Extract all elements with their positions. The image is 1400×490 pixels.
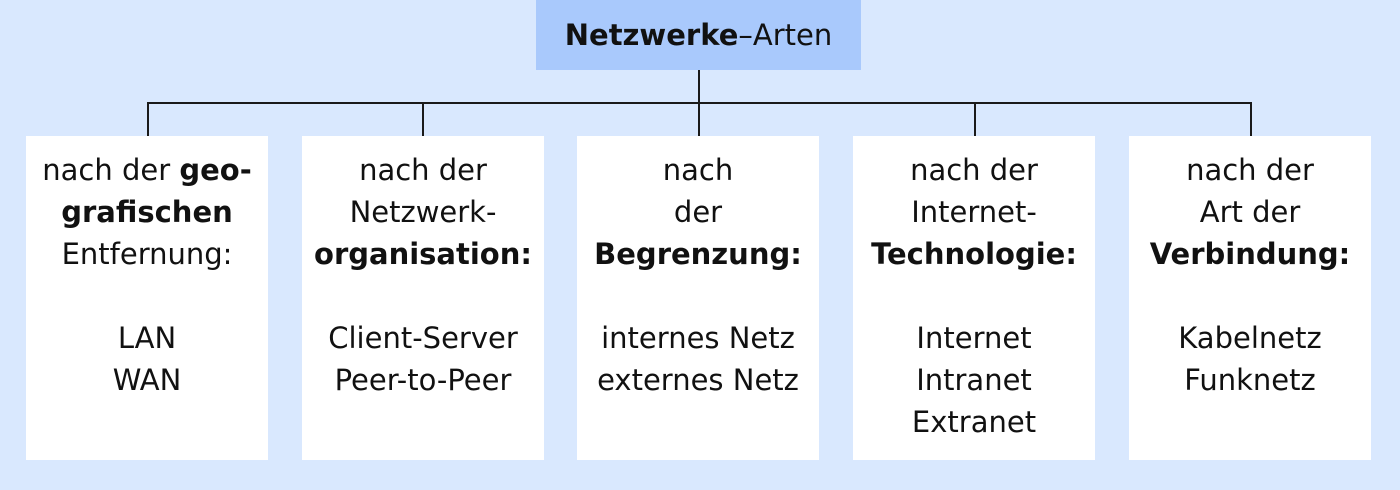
category-drop-4 — [974, 102, 976, 136]
network-type-item: Intranet — [916, 363, 1032, 397]
heading-line: Entfernung: — [26, 233, 268, 275]
heading-line: organisation: — [302, 233, 544, 275]
box-spacer — [26, 275, 268, 317]
network-type-item: Extranet — [911, 405, 1037, 439]
heading-segment: grafischen — [61, 195, 233, 229]
heading-segment: nach der — [1186, 153, 1314, 187]
heading-segment: nach der — [910, 153, 1038, 187]
title-main: Netzwerke — [564, 17, 739, 52]
heading-segment: Begrenzung: — [594, 237, 802, 271]
network-type-item: externes Netz — [597, 363, 799, 397]
heading-line: nach — [577, 149, 819, 191]
network-type-item: internes Netz — [601, 321, 795, 355]
box-spacer — [1129, 275, 1371, 317]
heading-line: Technologie: — [853, 233, 1095, 275]
network-type-item: LAN — [117, 321, 177, 355]
title-separator: – — [738, 17, 753, 52]
network-type-item: Funknetz — [1184, 363, 1316, 397]
title-connector — [698, 70, 700, 104]
category-drop-5 — [1250, 102, 1252, 136]
diagram-title: Netzwerke – Arten — [536, 0, 861, 70]
box-spacer — [853, 275, 1095, 317]
network-type-item: Kabelnetz — [1178, 321, 1322, 355]
heading-line: nach der — [853, 149, 1095, 191]
heading-segment: nach der — [42, 153, 180, 187]
heading-segment: nach — [662, 153, 734, 187]
heading-segment: Netzwerk- — [349, 195, 497, 229]
heading-segment: Art der — [1199, 195, 1301, 229]
network-type-item: Client-Server — [328, 321, 518, 355]
heading-line: Internet- — [853, 191, 1095, 233]
heading-segment: organisation: — [314, 237, 532, 271]
title-subtitle: Arten — [752, 17, 833, 52]
category-drop-1 — [147, 102, 149, 136]
heading-segment: Entfernung: — [61, 237, 233, 271]
heading-segment: Technologie: — [871, 237, 1077, 271]
network-type-item: Internet — [916, 321, 1032, 355]
heading-line: nach der — [1129, 149, 1371, 191]
heading-line: Verbindung: — [1129, 233, 1371, 275]
heading-segment: nach der — [359, 153, 487, 187]
heading-line: der — [577, 191, 819, 233]
category-drop-2 — [422, 102, 424, 136]
network-type-item: WAN — [112, 363, 182, 397]
category-items: internes Netz externes Netz — [577, 317, 819, 401]
heading-line: grafischen — [26, 191, 268, 233]
network-type-item: Peer-to-Peer — [334, 363, 512, 397]
heading-line: nach der — [302, 149, 544, 191]
box-spacer — [302, 275, 544, 317]
heading-line: Netzwerk- — [302, 191, 544, 233]
heading-segment: Internet- — [911, 195, 1037, 229]
heading-segment: der — [673, 195, 723, 229]
heading-segment: Verbindung: — [1149, 237, 1351, 271]
heading-line: Begrenzung: — [577, 233, 819, 275]
category-items: LAN WAN — [26, 317, 268, 401]
heading-segment: geo- — [179, 153, 252, 187]
heading-line: Art der — [1129, 191, 1371, 233]
box-spacer — [577, 275, 819, 317]
category-drop-3 — [698, 102, 700, 136]
heading-line: nach der geo- — [26, 149, 268, 191]
